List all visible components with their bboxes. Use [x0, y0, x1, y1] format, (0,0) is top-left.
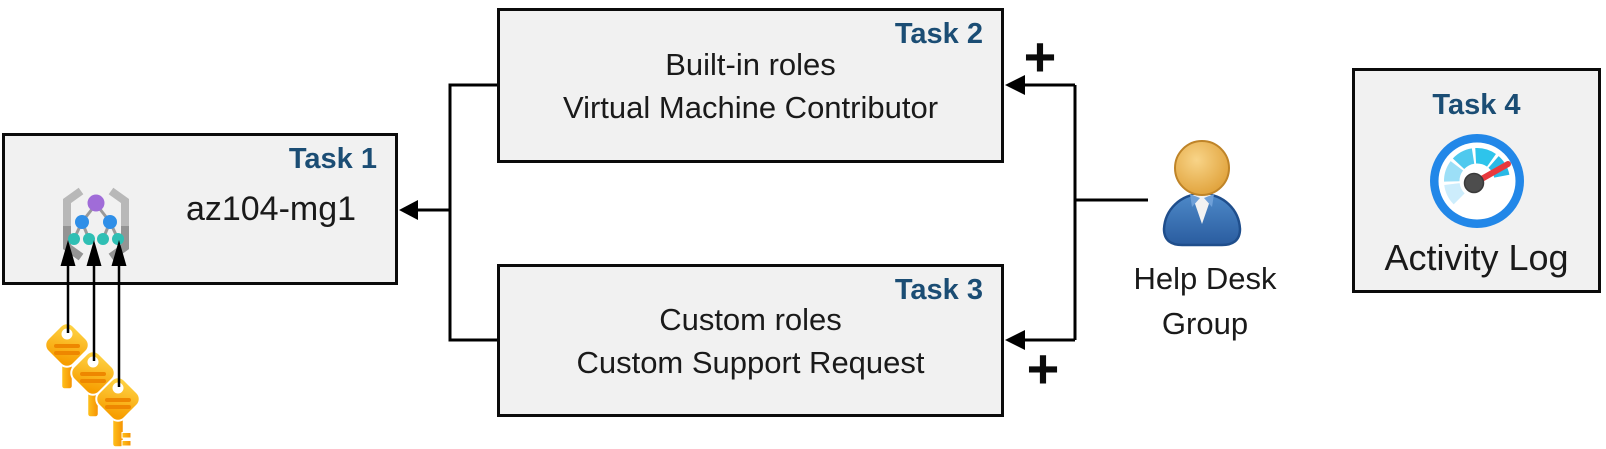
task4-label: Task 4 [1432, 89, 1521, 121]
task1-box: Task 1 az104-mg1 [2, 133, 398, 285]
plus-sign-task3: + [1026, 337, 1060, 400]
actor-caption: Help Desk Group [1105, 256, 1305, 346]
actor-line1: Help Desk [1133, 261, 1277, 296]
task2-line1: Built-in roles [665, 46, 836, 82]
task3-line2: Custom Support Request [576, 344, 925, 380]
task3-label: Task 3 [894, 274, 983, 306]
keys-icon [44, 322, 141, 448]
actor-line2: Group [1161, 306, 1249, 341]
task2-line2: Virtual Machine Contributor [562, 89, 939, 125]
task2-box: Task 2 Built-in roles Virtual Machine Co… [497, 8, 1004, 163]
task3-text: Custom roles Custom Support Request [500, 267, 1001, 414]
task2-label: Task 2 [894, 18, 983, 50]
activity-log-title: Activity Log [1384, 237, 1569, 278]
bracket-connector [448, 83, 497, 342]
task1-label: Task 1 [288, 143, 377, 175]
arrowhead-task1 [399, 200, 418, 220]
activity-log-gauge-icon [1429, 134, 1524, 228]
task4-content: Activity Log [1355, 71, 1598, 290]
management-group-name: az104-mg1 [185, 189, 357, 228]
task4-box: Task 4 Activity Log [1352, 68, 1601, 293]
task3-line1: Custom roles [659, 301, 842, 337]
user-icon [1162, 140, 1242, 247]
key-2 [70, 350, 116, 418]
management-group-icon [63, 187, 129, 261]
task3-box: Task 3 Custom roles Custom Support Reque… [497, 264, 1004, 417]
task2-text: Built-in roles Virtual Machine Contribut… [500, 11, 1001, 160]
plus-sign-task2: + [1023, 25, 1057, 88]
key-3 [95, 376, 141, 448]
